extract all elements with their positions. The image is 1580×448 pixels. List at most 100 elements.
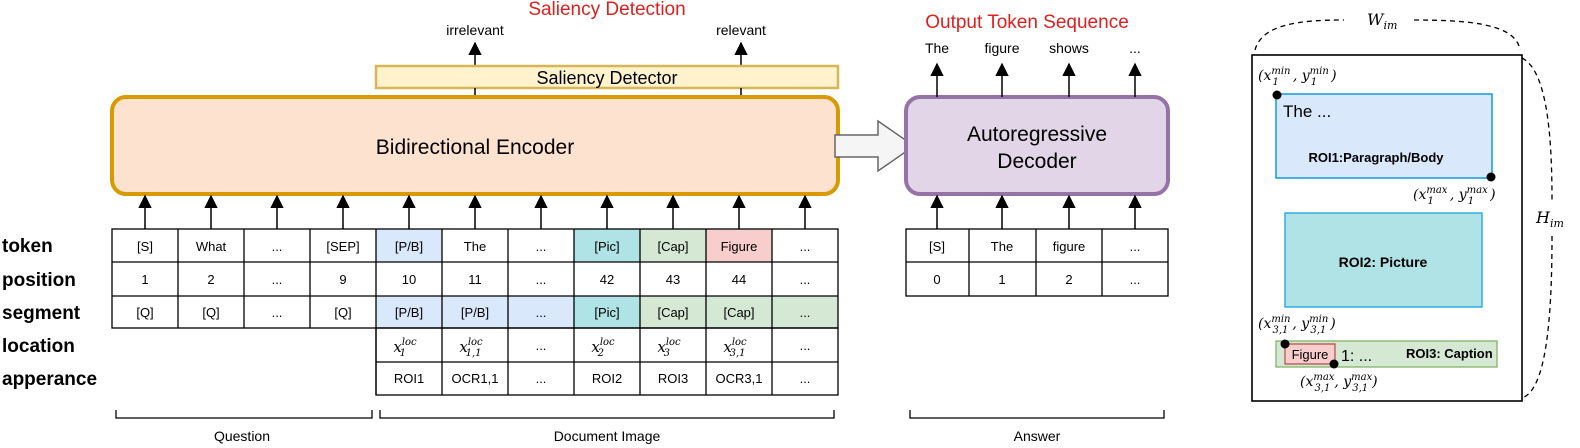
c-sup: min bbox=[1271, 66, 1290, 77]
cell-fill bbox=[376, 296, 574, 328]
segment-cell: [Q] bbox=[136, 305, 153, 320]
c-sup: max bbox=[1351, 372, 1372, 383]
position-cell: 9 bbox=[339, 272, 346, 287]
c-end: ) bbox=[1329, 316, 1335, 332]
appearance-cell: OCR3,1 bbox=[716, 371, 763, 386]
roi3-text: 1: ... bbox=[1341, 348, 1372, 365]
loc-sup: loc bbox=[468, 337, 483, 348]
cell-fill bbox=[640, 229, 706, 262]
decoder-token-row: [S] The figure ... bbox=[929, 239, 1140, 254]
c-sub: 3,1 bbox=[1314, 383, 1330, 394]
c-end: ) bbox=[1371, 374, 1377, 390]
segment-cell: ... bbox=[800, 305, 811, 320]
decoder-position-row: 0 1 2 ... bbox=[933, 272, 1140, 287]
token-cell: [S] bbox=[137, 239, 153, 254]
c-mid: , y bbox=[1450, 187, 1468, 203]
cell-fill bbox=[640, 296, 838, 328]
loc-base: x bbox=[393, 338, 402, 356]
question-bracket bbox=[115, 410, 373, 419]
saliency-detection-title: Saliency Detection bbox=[528, 0, 685, 20]
c-mid: , y bbox=[1292, 316, 1310, 332]
c-base: (x bbox=[1300, 374, 1313, 390]
c-sup: max bbox=[1313, 372, 1334, 383]
position-cell: ... bbox=[800, 272, 811, 287]
loc-sup: loc bbox=[600, 337, 615, 348]
decoder-token-cell: The bbox=[991, 239, 1013, 254]
roi31-max-point bbox=[1329, 359, 1339, 369]
row-label-appearance: apperance bbox=[2, 369, 97, 390]
position-cell: 43 bbox=[666, 272, 680, 287]
decoder-position-cell: 0 bbox=[933, 272, 940, 287]
token-cell: Figure bbox=[721, 239, 758, 254]
token-cell: What bbox=[196, 239, 227, 254]
row-label-location: location bbox=[2, 336, 75, 357]
token-cell: [Cap] bbox=[657, 239, 688, 254]
segment-cell: [Cap] bbox=[723, 305, 754, 320]
document-image-label: Document Image bbox=[554, 428, 661, 444]
brackets bbox=[115, 410, 1165, 419]
position-cell: ... bbox=[536, 272, 547, 287]
roi2-label: ROI2: Picture bbox=[1339, 254, 1428, 270]
c-sup: min bbox=[1310, 66, 1329, 77]
c-sub: 1 bbox=[1272, 77, 1278, 88]
position-cell: 11 bbox=[468, 272, 482, 287]
segment-cell: [P/B] bbox=[461, 305, 489, 320]
loc-sub: 3 bbox=[664, 348, 670, 359]
decoder-token-cell: [S] bbox=[929, 239, 945, 254]
location-cell: ... bbox=[536, 338, 547, 353]
c-sup: min bbox=[1309, 314, 1328, 325]
loc-sup: loc bbox=[666, 337, 681, 348]
cell-fill bbox=[574, 296, 640, 328]
position-cell: 42 bbox=[600, 272, 614, 287]
c-sup: max bbox=[1426, 185, 1447, 196]
row-label-segment: segment bbox=[2, 303, 81, 324]
c-sub: 1 bbox=[1468, 196, 1474, 207]
appearance-cell: ROI1 bbox=[394, 371, 424, 386]
segment-cell: [Pic] bbox=[594, 305, 619, 320]
question-label: Question bbox=[214, 428, 270, 444]
segment-cell: [Cap] bbox=[657, 305, 688, 320]
row-label-position: position bbox=[2, 270, 76, 291]
height-label: Him bbox=[1535, 208, 1564, 230]
decoder-position-cell: ... bbox=[1130, 272, 1141, 287]
decoder-label-line1: Autoregressive bbox=[967, 123, 1107, 146]
loc-base: x bbox=[459, 338, 468, 356]
w-base: W bbox=[1367, 10, 1385, 29]
position-cell: 2 bbox=[207, 272, 214, 287]
document-image-panel: Wim Him The ... ROI1:Paragraph/Body (xmi… bbox=[1251, 10, 1564, 402]
decoder-label-line2: Decoder bbox=[997, 150, 1076, 173]
token-cell: ... bbox=[536, 239, 547, 254]
segment-row: [Q] [Q] ... [Q] [P/B] [P/B] ... [Pic] [C… bbox=[136, 305, 810, 320]
c-sub: 3,1 bbox=[1272, 325, 1288, 336]
loc-sub: 1 bbox=[400, 348, 406, 359]
output-token: The bbox=[925, 40, 949, 56]
loc-sub: 2 bbox=[597, 348, 604, 359]
cell-fill bbox=[376, 229, 442, 262]
c-base: (x bbox=[1258, 316, 1271, 332]
decoder-position-cell: 1 bbox=[998, 272, 1005, 287]
c-sup: max bbox=[1467, 185, 1488, 196]
encoder-input-arrows bbox=[138, 194, 812, 229]
width-dashed-curve bbox=[1254, 19, 1345, 51]
roi1-text: The ... bbox=[1283, 102, 1331, 121]
output-token: shows bbox=[1049, 40, 1089, 56]
cell-fill bbox=[574, 229, 640, 262]
encoder-table: [S] What ... [SEP] [P/B] The ... [Pic] [… bbox=[111, 228, 839, 396]
c-sup: min bbox=[1271, 314, 1290, 325]
position-cell: 10 bbox=[402, 272, 416, 287]
output-token: figure bbox=[984, 40, 1019, 56]
width-label: Wim bbox=[1367, 10, 1397, 32]
c-end: ) bbox=[1489, 187, 1495, 203]
token-cell: The bbox=[464, 239, 486, 254]
loc-base: x bbox=[723, 338, 732, 356]
roi1-label: ROI1:Paragraph/Body bbox=[1308, 150, 1444, 165]
w-sub: im bbox=[1383, 19, 1397, 32]
